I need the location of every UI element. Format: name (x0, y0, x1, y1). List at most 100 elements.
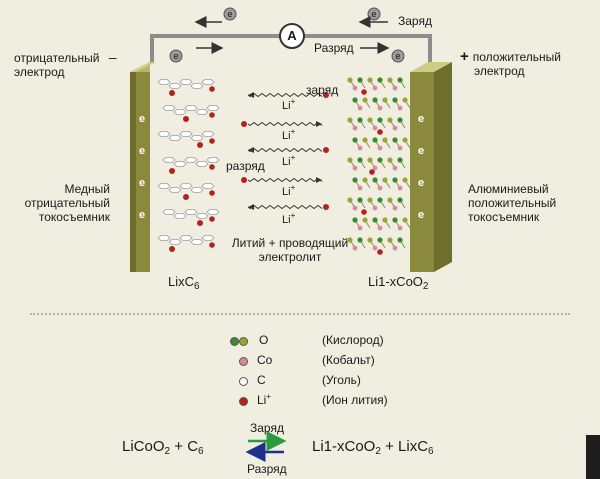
lithium-ion (209, 138, 215, 144)
graphite-hexagon (184, 105, 198, 111)
oxygen-atom (377, 77, 383, 83)
oxygen-atom (397, 197, 403, 203)
ion-charge: + (290, 97, 296, 106)
graphite-hexagon (190, 134, 204, 142)
graphite-hexagon (201, 182, 215, 190)
oxygen-atom (392, 137, 398, 143)
oxygen-atom (402, 137, 408, 143)
formula-main: LixC (168, 274, 195, 289)
oxygen-atom (357, 197, 363, 203)
cobalt-atom (392, 245, 398, 251)
lithium-ion (377, 249, 383, 255)
ion-arrowhead (248, 92, 254, 98)
oxygen-atom (387, 197, 393, 203)
electron-token (367, 7, 381, 21)
graphite-hexagon (157, 182, 171, 190)
graphite-hexagon (190, 238, 204, 246)
ion-path (247, 121, 323, 127)
ion-label: Li+ (282, 153, 295, 170)
oxygen-atom (352, 137, 358, 143)
legend-name: (Уголь) (322, 373, 361, 387)
oxygen-atom (347, 197, 353, 203)
oxygen-atom (387, 77, 393, 83)
oxygen-atom (382, 177, 388, 183)
lithium-ion (323, 92, 329, 98)
graphite-hexagon (201, 234, 215, 242)
lithium-ion (197, 142, 203, 148)
graphite-hexagon (173, 212, 187, 220)
ion-charge: + (290, 183, 296, 192)
formula-sub: 2 (422, 281, 429, 292)
lithium-ion (323, 147, 329, 153)
oxygen-dot-a (230, 337, 239, 346)
ammeter (279, 23, 305, 49)
oxygen-atom (362, 97, 368, 103)
ion-symbol: Li (282, 156, 291, 168)
ion-path (247, 92, 323, 98)
cobalt-atom (352, 245, 358, 251)
formula-main: Li1-xCoO (368, 274, 423, 289)
oxygen-atom (402, 217, 408, 223)
lithium-ion (169, 246, 175, 252)
graphite-hexagon (179, 182, 193, 190)
oxygen-atom (357, 157, 363, 163)
reaction-right-plus: + LixC (380, 438, 429, 455)
graphite-layers (157, 79, 220, 252)
corner-tab (586, 435, 600, 479)
cobalt-atom (392, 165, 398, 171)
graphite-hexagon (179, 234, 193, 242)
cobalt-atom (377, 145, 383, 151)
ion-flow (241, 92, 329, 210)
legend-symbol: O (259, 333, 269, 347)
cobalt-atom (372, 205, 378, 211)
negative-electrode-label: отрицательный – электрод (14, 50, 117, 79)
oxygen-atom (362, 177, 368, 183)
electron-token (169, 49, 183, 63)
oxygen-atom (347, 117, 353, 123)
graphite-hexagon (162, 208, 176, 216)
lithium-ion (377, 129, 383, 135)
ion-arrowhead (248, 147, 254, 153)
graphite-hexagon (157, 130, 171, 138)
cobalt-atom (352, 85, 358, 91)
reaction-discharge-label: Разряд (247, 462, 287, 476)
lithium-ion (183, 116, 189, 122)
cobalt-atom (377, 225, 383, 231)
oxygen-atom (397, 77, 403, 83)
oxygen-atom (352, 97, 358, 103)
oxygen-atom (367, 117, 373, 123)
graphite-hexagon (201, 79, 215, 85)
cobalt-atom (372, 85, 378, 91)
oxygen-atom (367, 77, 373, 83)
graphite-hexagon (195, 109, 209, 115)
oxygen-atom (392, 177, 398, 183)
middle-charge-label: заряд (306, 83, 339, 97)
lithium-ion (209, 164, 215, 170)
electron-label: e (395, 51, 401, 61)
positive-collector-label: Алюминиевый положительный токосъемник (468, 182, 556, 224)
cobalt-atom (397, 105, 403, 111)
cobalt-atom (352, 125, 358, 131)
lithium-ion (241, 121, 247, 127)
cobalt-atom (372, 125, 378, 131)
ion-charge: + (290, 211, 296, 220)
reaction-right-main: Li1-xCoO (312, 438, 376, 455)
plate-electron-label: e (418, 177, 425, 189)
lithium-ion (361, 209, 367, 215)
reaction-left-main: LiCoO (122, 438, 165, 455)
ion-label: Li+ (282, 183, 296, 200)
cobalt-atom (357, 225, 363, 231)
negative-collector-plate (130, 62, 156, 272)
lithium-ion (169, 90, 175, 96)
ion-symbol: Li (282, 130, 291, 142)
negative-formula: LixC6 (168, 274, 200, 293)
electron-label: e (173, 51, 179, 61)
graphite-hexagon (157, 79, 171, 85)
reaction-right: Li1-xCoO2 + LixC6 (312, 438, 434, 457)
oxygen-atom (362, 137, 368, 143)
ion-path (247, 204, 323, 210)
oxygen-atom (367, 237, 373, 243)
cobalt-atom (392, 125, 398, 131)
graphite-hexagon (190, 83, 204, 89)
